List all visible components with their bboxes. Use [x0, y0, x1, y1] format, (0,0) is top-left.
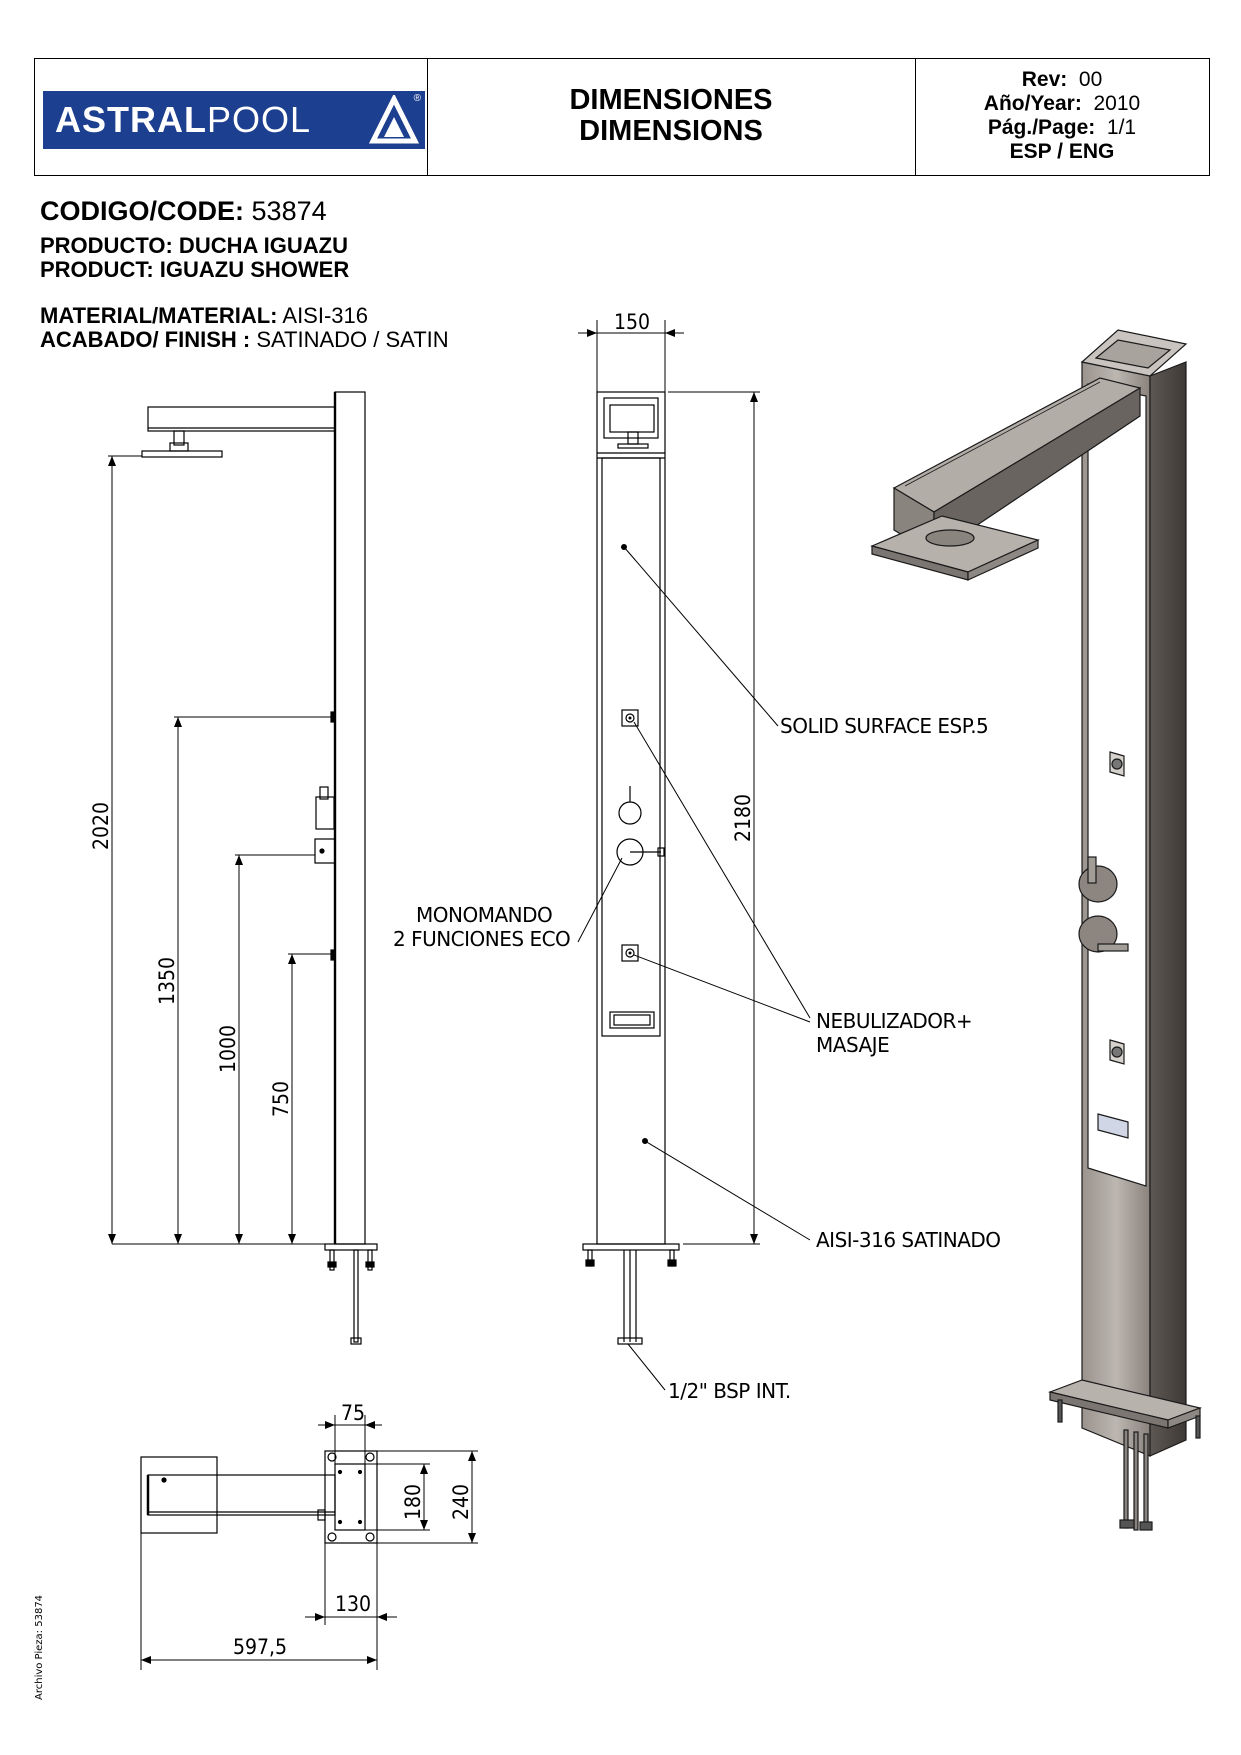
label-solid-surface: SOLID SURFACE ESP.5: [780, 714, 988, 738]
file-reference: Archivo Pieza: 53874: [34, 1595, 45, 1700]
plan-base-plate: [324, 1450, 378, 1544]
dim-1350: 1350: [155, 957, 179, 1005]
label-nozzle-1: NEBULIZADOR+: [816, 1009, 972, 1033]
front-panel: [601, 457, 661, 1037]
dim-75: 75: [341, 1401, 365, 1425]
label-mixer-2: 2 FUNCIONES ECO: [393, 927, 570, 951]
perspective-view: [870, 329, 1203, 1531]
dim-2180: 2180: [731, 794, 755, 842]
plan-view: [140, 1450, 378, 1544]
side-dimensions: [108, 455, 331, 1245]
front-nozzle-bottom: [621, 944, 639, 962]
front-nozzle-top: [621, 709, 639, 727]
registered-mark: ®: [413, 93, 421, 104]
astralpool-logo: ASTRALPOOL ®: [43, 91, 425, 149]
label-mixer-1: MONOMANDO: [416, 903, 552, 927]
dim-1000: 1000: [216, 1025, 240, 1073]
leader-lines: [577, 546, 811, 1391]
plan-dimensions: [140, 1415, 478, 1670]
side-column: [334, 391, 366, 1245]
side-view: [141, 391, 378, 1345]
dim-2020: 2020: [89, 802, 113, 850]
dim-130: 130: [335, 1592, 371, 1616]
document-title: DIMENSIONES DIMENSIONS: [569, 84, 773, 147]
front-column: [596, 391, 666, 1245]
revision-info: Rev: 00 Año/Year: 2010 Pág./Page: 1/1 ES…: [983, 68, 1141, 163]
title-block: ASTRALPOOL ® DIMENSIONES DIMENSIONS Rev:…: [34, 58, 1210, 176]
product-name: PRODUCTO: DUCHA IGUAZU PRODUCT: IGUAZU S…: [40, 233, 350, 282]
dim-180: 180: [401, 1484, 425, 1520]
dim-150: 150: [614, 310, 650, 334]
logo-triangle-icon: [369, 95, 419, 144]
dim-750: 750: [269, 1081, 293, 1117]
title-block-divider: [915, 59, 916, 175]
dim-240: 240: [449, 1484, 473, 1520]
side-shower-head: [141, 450, 223, 458]
material-finish: MATERIAL/MATERIAL: AISI-316 ACABADO/ FIN…: [40, 303, 449, 352]
label-body-finish: AISI-316 SATINADO: [816, 1228, 1001, 1252]
logo-wordmark: ASTRALPOOL: [55, 99, 312, 140]
plan-arm: [147, 1474, 336, 1516]
front-view: [582, 391, 680, 1345]
front-dimensions: [578, 320, 760, 1245]
product-code: CODIGO/CODE: 53874: [40, 196, 327, 226]
front-mixer-handle: [618, 801, 642, 825]
label-nozzle-2: MASAJE: [816, 1033, 889, 1057]
label-connection: 1/2" BSP INT.: [668, 1379, 791, 1403]
title-block-divider: [427, 59, 428, 175]
dim-597-5: 597,5: [233, 1635, 287, 1659]
